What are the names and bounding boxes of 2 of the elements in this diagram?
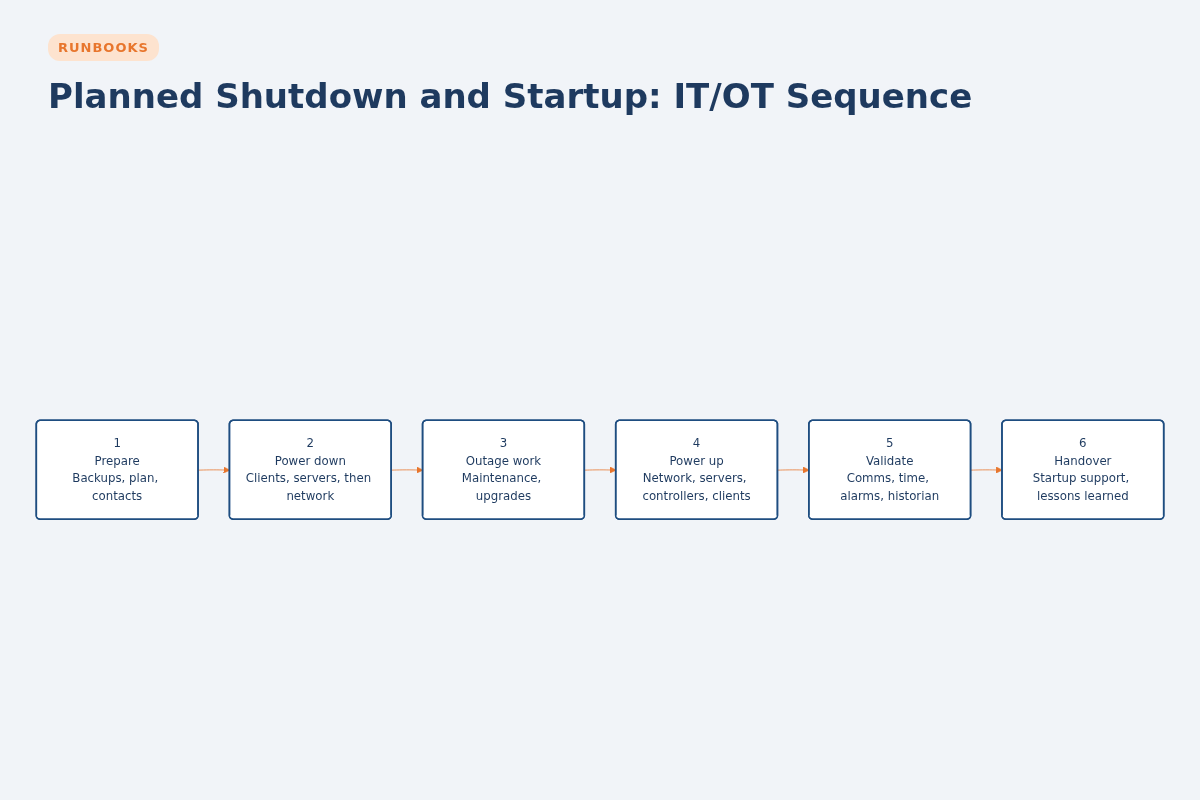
title: Planned Shutdown and Startup: IT/OT Sequence bbox=[48, 76, 973, 116]
category-tag: RUNBOOKS bbox=[48, 34, 159, 61]
